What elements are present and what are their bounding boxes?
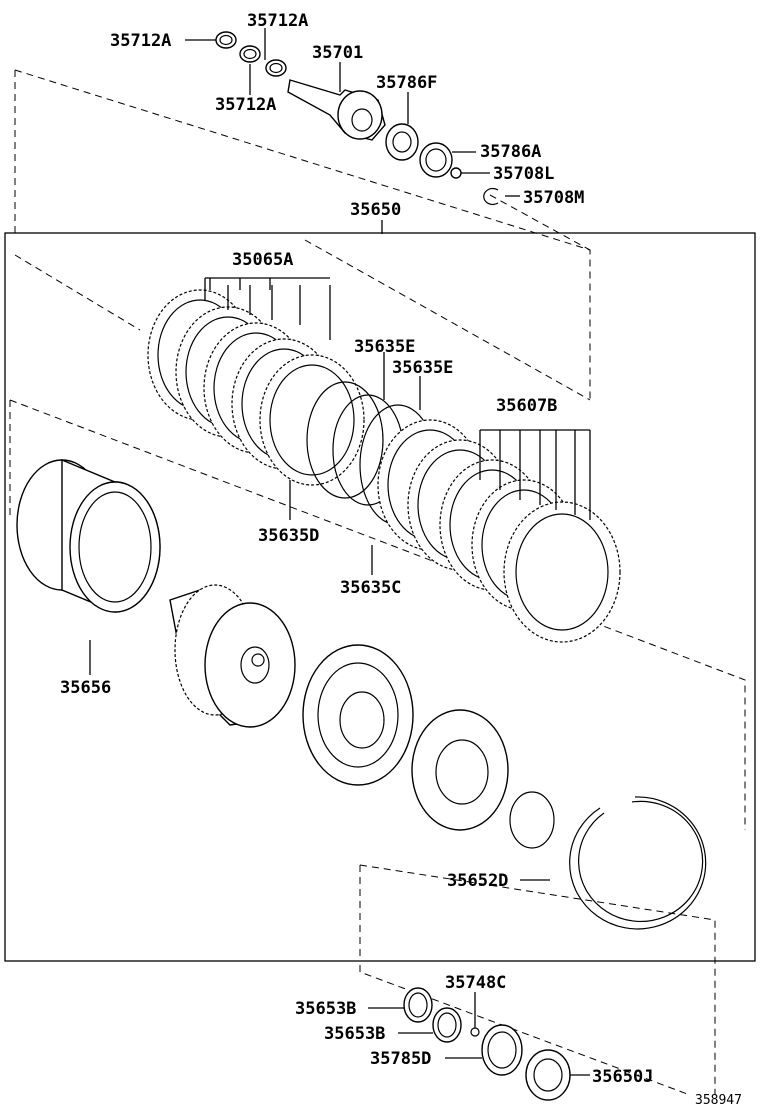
assembly-frame (4, 232, 756, 962)
label-35650: 35650 (350, 200, 401, 220)
label-35650J: 35650J (592, 1067, 653, 1087)
snap-ring-35652D (569, 796, 707, 930)
snap-ring-35708M (483, 187, 499, 206)
label-35786F: 35786F (376, 73, 437, 93)
snap-ring-35712A-group (215, 31, 287, 77)
label-35712A-left: 35712A (110, 31, 171, 51)
label-35701: 35701 (312, 43, 363, 63)
label-35712A-lower: 35712A (215, 95, 276, 115)
label-35785D: 35785D (370, 1049, 431, 1069)
spring-retainer (411, 709, 509, 831)
label-35653B-2: 35653B (324, 1024, 385, 1044)
label-35708M: 35708M (523, 188, 584, 208)
ring-35748C (470, 1027, 480, 1037)
thrust-bearing-35786F (385, 123, 419, 161)
label-35635D: 35635D (258, 526, 319, 546)
leader-lines (89, 28, 591, 1076)
bearing-35785D (481, 1024, 523, 1076)
piston (302, 644, 414, 786)
label-35635C: 35635C (340, 578, 401, 598)
figure-id: 358947 (695, 1093, 742, 1108)
clutch-hub (169, 584, 296, 728)
small-snap-ring (509, 791, 555, 849)
label-35786A: 35786A (480, 142, 541, 162)
label-35635E-1: 35635E (354, 337, 415, 357)
dashed-guides (9, 69, 746, 1096)
clutch-plates-35607B (377, 419, 621, 643)
race-35650J (525, 1049, 571, 1101)
label-35748C: 35748C (445, 973, 506, 993)
label-35653B-1: 35653B (295, 999, 356, 1019)
label-35065A: 35065A (232, 250, 293, 270)
clutch-drum-35656 (16, 458, 161, 613)
label-35607B: 35607B (496, 396, 557, 416)
ring-35653B-2 (432, 1007, 462, 1043)
label-35708L: 35708L (493, 164, 554, 184)
ring-35708L (450, 167, 462, 179)
input-shaft-35701 (287, 79, 386, 141)
label-35635E-2: 35635E (392, 358, 453, 378)
label-35656: 35656 (60, 678, 111, 698)
label-35652D: 35652D (447, 871, 508, 891)
clutch-discs-35065A (147, 289, 365, 486)
race-35786A (419, 142, 453, 178)
label-35712A-top: 35712A (247, 11, 308, 31)
ring-35653B-1 (403, 987, 433, 1023)
